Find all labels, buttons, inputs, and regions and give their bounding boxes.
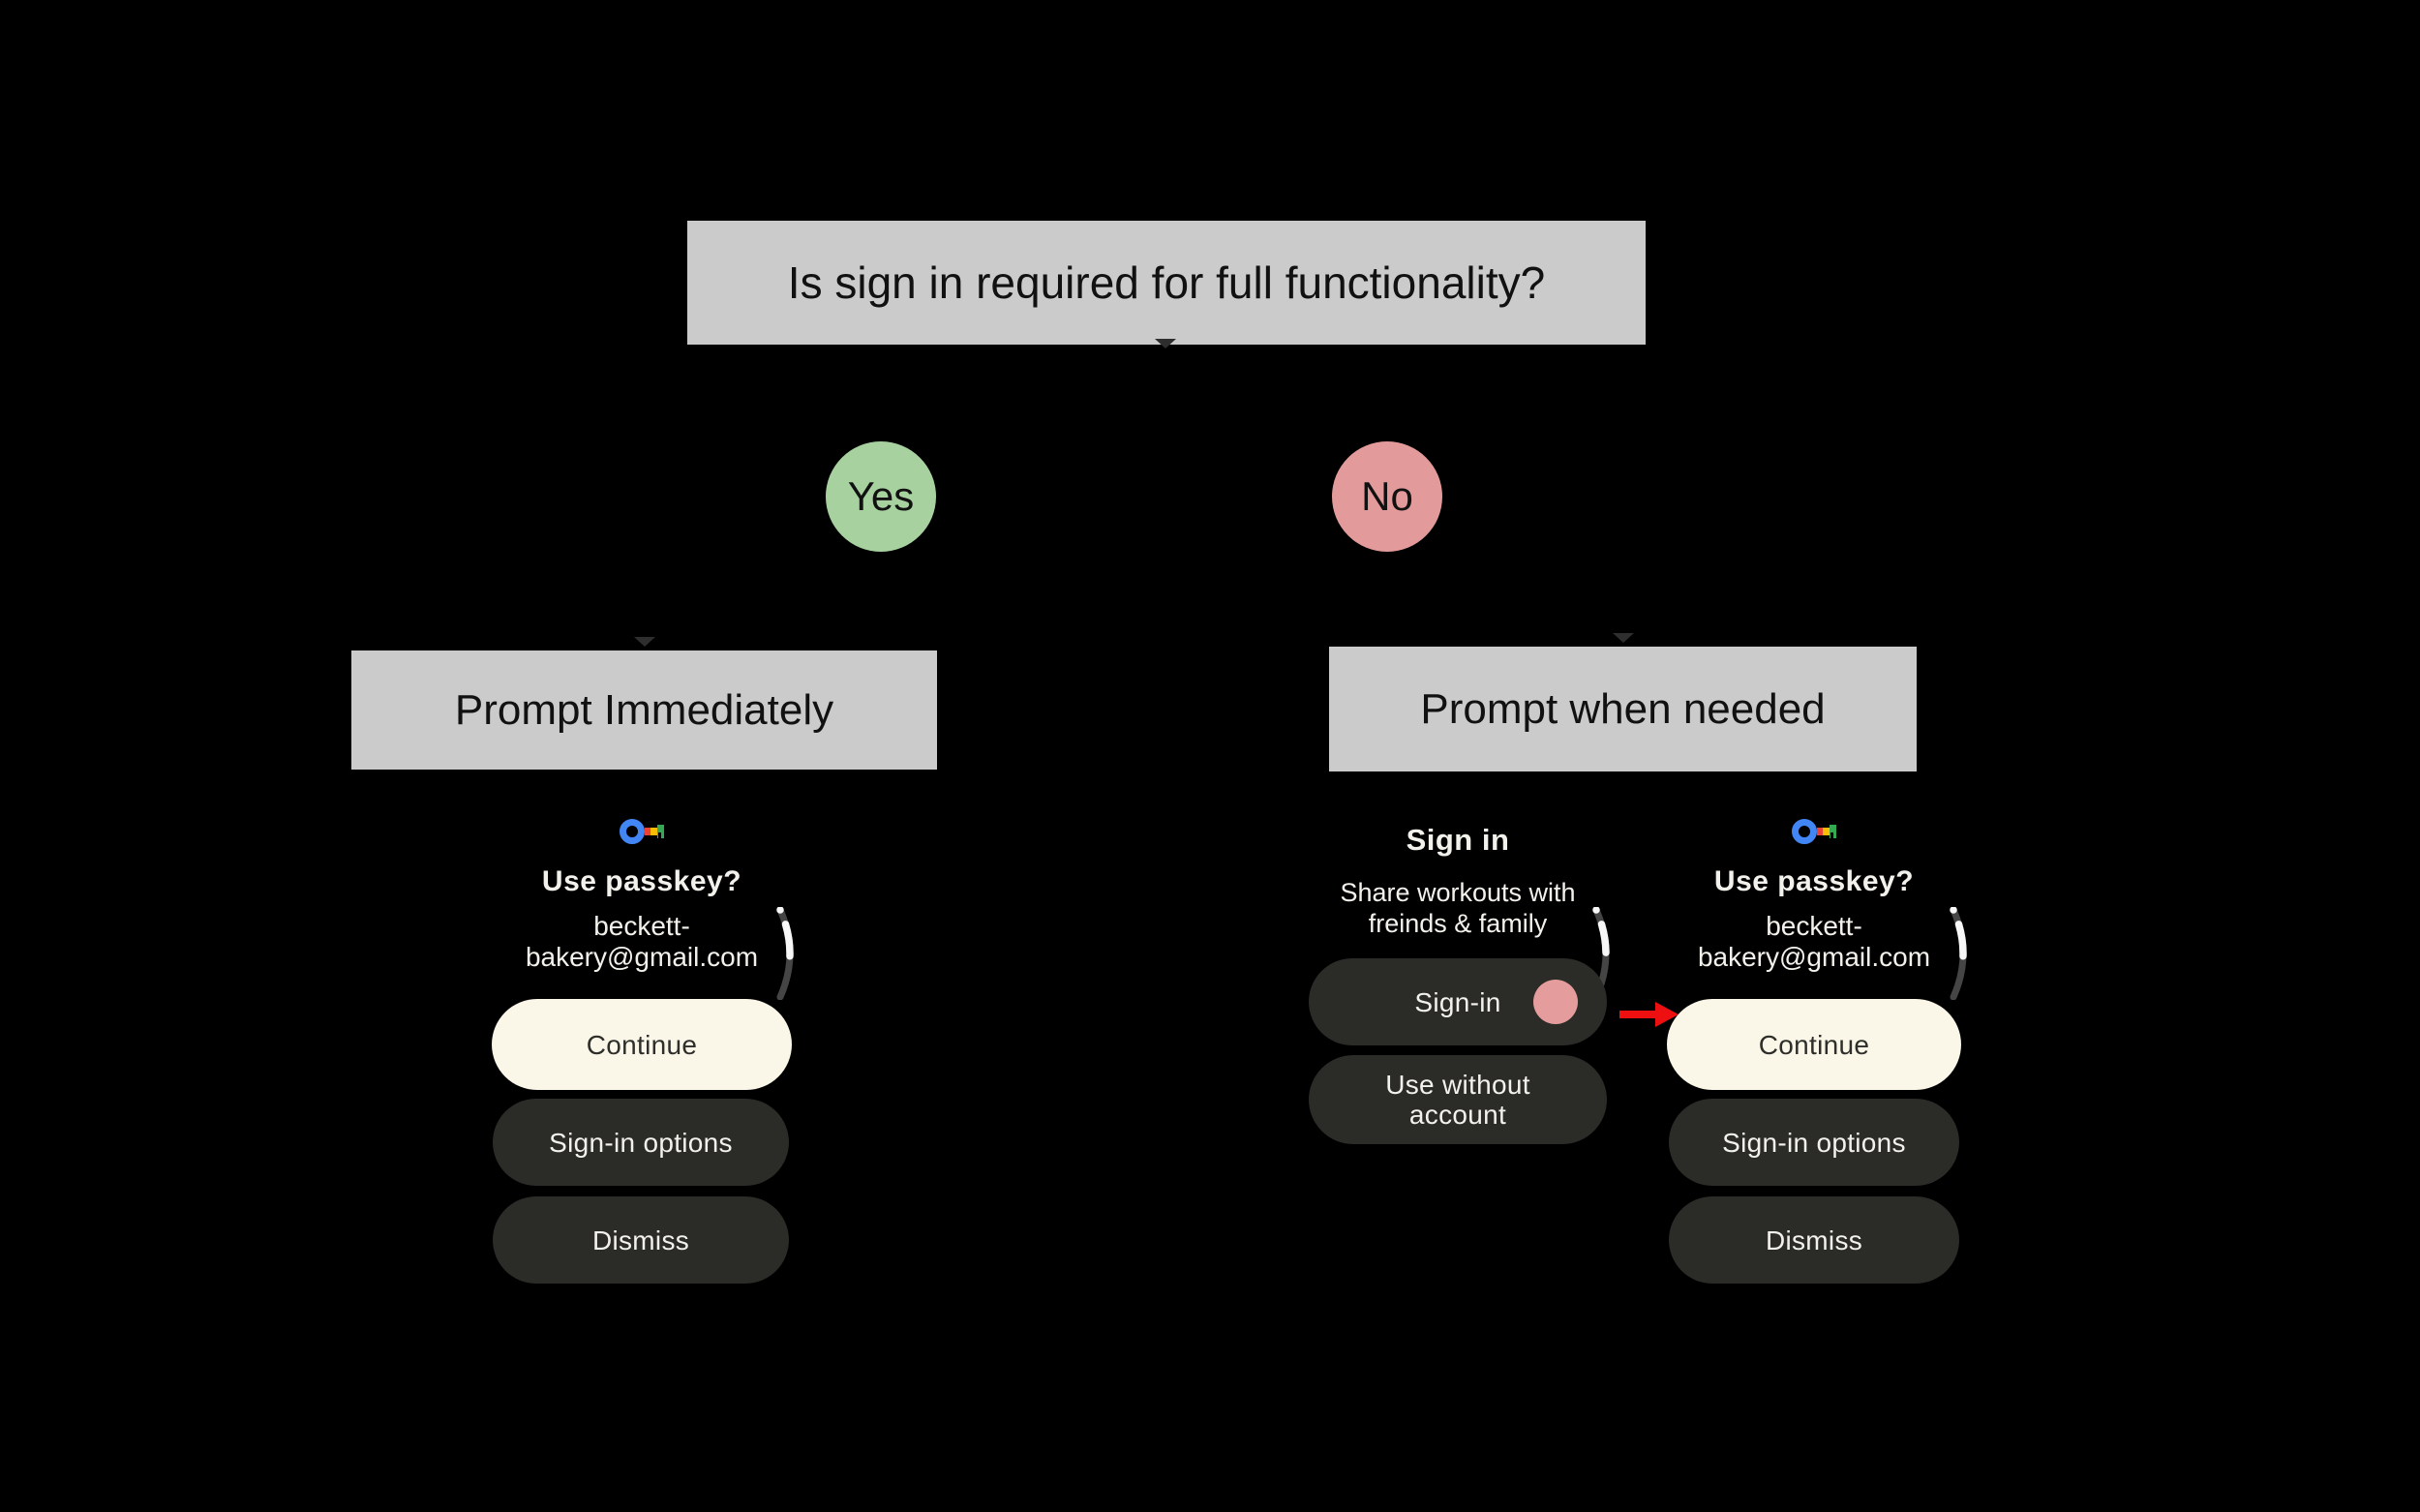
dismiss-button[interactable]: Dismiss	[493, 1196, 789, 1284]
prompt-when-needed-box: Prompt when needed	[1329, 647, 1917, 771]
passkey-ring	[620, 819, 645, 844]
sign-in-subtitle: Share workouts with freinds & family	[1340, 878, 1576, 938]
dismiss-button[interactable]: Dismiss	[1669, 1196, 1959, 1284]
continue-button[interactable]: Continue	[492, 999, 792, 1090]
no-node-label: No	[1361, 473, 1413, 519]
sign-in-options-button[interactable]: Sign-in options	[1669, 1099, 1959, 1186]
use-passkey-title: Use passkey?	[1713, 865, 1915, 897]
passkey-icon	[620, 819, 664, 844]
scroll-indicator[interactable]	[774, 907, 802, 1000]
connector-arrowhead	[1613, 633, 1634, 643]
account-email: beckett- bakery@gmail.com	[525, 911, 759, 972]
use-without-account-button[interactable]: Use without account	[1309, 1055, 1607, 1144]
transition-arrow-icon	[1619, 1002, 1679, 1027]
continue-button[interactable]: Continue	[1667, 999, 1961, 1090]
decision-box: Is sign in required for full functionali…	[687, 221, 1646, 345]
sign-in-button[interactable]: Sign-in	[1309, 958, 1607, 1045]
no-node: No	[1332, 441, 1442, 552]
use-passkey-title: Use passkey?	[541, 865, 742, 897]
prompt-immediately-box: Prompt Immediately	[351, 650, 937, 770]
passkey-ring	[1792, 819, 1817, 844]
decision-box-label: Is sign in required for full functionali…	[787, 257, 1546, 308]
connector-arrowhead	[1155, 339, 1176, 348]
yes-node-label: Yes	[847, 473, 915, 519]
sign-in-title: Sign in	[1406, 823, 1510, 857]
prompt-immediately-label: Prompt Immediately	[454, 685, 834, 734]
connector-arrowhead	[634, 637, 655, 647]
prompt-when-needed-label: Prompt when needed	[1420, 684, 1826, 733]
account-email: beckett- bakery@gmail.com	[1697, 911, 1931, 972]
passkey-icon	[1792, 819, 1836, 844]
sign-in-options-button[interactable]: Sign-in options	[493, 1099, 789, 1186]
yes-node: Yes	[826, 441, 936, 552]
scroll-indicator[interactable]	[1948, 907, 1975, 1000]
tap-indicator	[1533, 980, 1578, 1024]
